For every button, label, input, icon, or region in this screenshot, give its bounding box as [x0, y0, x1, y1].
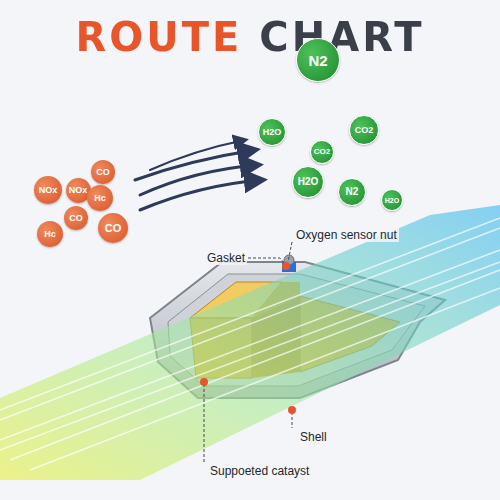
part-label: Oxygen sensor nut — [294, 228, 399, 242]
part-label: Shell — [298, 430, 329, 444]
molecule-label: H2O — [385, 197, 399, 204]
pollutant-circle: CO — [98, 213, 128, 243]
molecule-label: CO2 — [314, 148, 330, 156]
molecule-label: NOx — [69, 186, 88, 195]
product-circle: CO2 — [349, 115, 379, 145]
part-label: Suppoeted catayst — [208, 464, 311, 478]
product-circle: N2 — [338, 178, 366, 206]
product-circle: H2O — [381, 189, 403, 211]
product-circle: H2O — [258, 118, 286, 146]
pollutant-circle: Hc — [87, 185, 113, 211]
exhaust-beam — [0, 205, 500, 480]
pollutant-circle: CO — [91, 160, 115, 184]
product-circle: H2O — [292, 166, 324, 198]
part-label: Gasket — [205, 251, 247, 265]
molecule-label: CO — [69, 214, 83, 223]
title-wrap: ROUTE CHART — [0, 14, 500, 60]
molecule-label: N2 — [346, 187, 359, 197]
molecule-label: N2 — [308, 53, 327, 68]
title: ROUTE CHART — [76, 14, 425, 60]
pollutant-circle: NOx — [34, 176, 62, 204]
pollutant-circle: CO — [64, 206, 88, 230]
molecule-label: CO — [96, 168, 110, 177]
leader-dots — [200, 262, 296, 414]
molecule-label: H2O — [263, 128, 282, 137]
molecule-label: CO — [105, 223, 122, 234]
pollutant-circle: Hc — [37, 221, 63, 247]
molecule-label: H2O — [298, 177, 319, 187]
molecule-label: CO2 — [355, 126, 374, 135]
molecule-label: NOx — [39, 186, 58, 195]
molecule-label: Hc — [44, 230, 56, 239]
product-circle: CO2 — [310, 140, 334, 164]
flow-arrows — [135, 140, 262, 210]
product-circle: N2 — [296, 38, 340, 82]
molecule-label: Hc — [94, 194, 106, 203]
leader-lines — [204, 242, 292, 462]
